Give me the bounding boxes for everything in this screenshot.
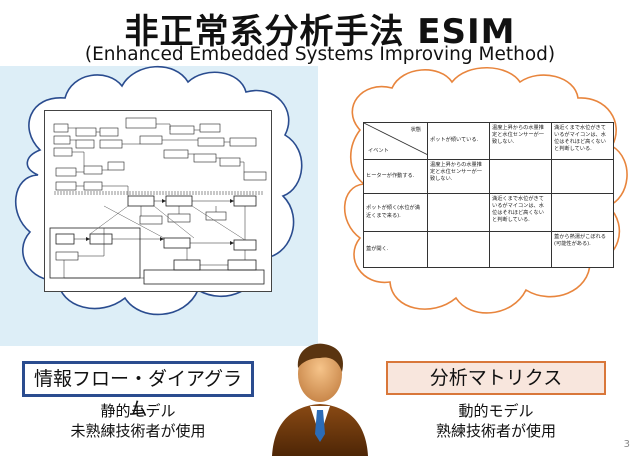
matrix-corner-event: イベント — [368, 147, 389, 154]
matrix-cell — [427, 193, 490, 232]
matrix-row-header: 蓋が開く. — [363, 231, 428, 268]
page-title: 非正常系分析手法 ESIM — [124, 12, 516, 52]
matrix-corner-state: 状態 — [410, 127, 421, 133]
diagonal-line — [364, 123, 428, 155]
info-flow-diagram-label: 情報フロー・ダイアグラム — [22, 361, 254, 420]
person-icon — [272, 343, 368, 456]
skilled-engineer-text: 熟練技術者が使用 — [435, 422, 556, 440]
matrix-cell — [489, 231, 552, 268]
matrix-cell — [551, 193, 614, 232]
matrix-cell: 満近くまで水位がきているがマイコンは、水位はそれほど高くないと判断している. — [489, 193, 552, 232]
matrix-row: ポットが傾く(水位が満近くまで来る). 満近くまで水位がきているがマイコンは、水… — [363, 193, 614, 232]
page-subtitle: (Enhanced Embedded Systems Improving Met… — [84, 44, 556, 65]
right-description: 動的モデル 熟練技術者が使用 — [398, 401, 594, 441]
matrix-corner-cell: 状態 イベント — [363, 122, 428, 160]
matrix-row-header: ヒーターが作動する. — [363, 159, 428, 194]
page-number: 3 — [623, 439, 630, 450]
matrix-cell — [551, 159, 614, 194]
matrix-row: 蓋が開く. 蓋から熱湯がこぼれる(可能性がある). — [363, 231, 614, 268]
matrix-header-row: 状態 イベント ポットが傾いている. 温度上昇からの水量推定と水位センサーが一致… — [363, 122, 614, 160]
matrix-col-header: ポットが傾いている. — [427, 122, 490, 160]
info-flow-diagram — [44, 110, 272, 292]
matrix-row-header: ポットが傾く(水位が満近くまで来る). — [363, 193, 428, 232]
matrix-cell: 蓋から熱湯がこぼれる(可能性がある). — [551, 231, 614, 268]
matrix-cell — [489, 159, 552, 194]
dynamic-model-text: 動的モデル — [458, 402, 534, 420]
matrix-row: ヒーターが作動する. 温度上昇からの水量推定と水位センサーが一致しない. — [363, 159, 614, 194]
matrix-cell — [427, 231, 490, 268]
static-model-text: 静的モデル — [100, 402, 176, 420]
analysis-matrix: 状態 イベント ポットが傾いている. 温度上昇からの水量推定と水位センサーが一致… — [363, 122, 614, 268]
unskilled-engineer-text: 未熟練技術者が使用 — [70, 422, 206, 440]
matrix-col-header: 満近くまで水位がきているがマイコンは、水位はそれほど高くないと判断している. — [551, 122, 614, 160]
matrix-cell: 温度上昇からの水量推定と水位センサーが一致しない. — [427, 159, 490, 194]
left-description: 静的モデル 未熟練技術者が使用 — [40, 401, 236, 441]
matrix-col-header: 温度上昇からの水量推定と水位センサーが一致しない. — [489, 122, 552, 160]
analysis-matrix-label: 分析マトリクス — [386, 361, 606, 395]
